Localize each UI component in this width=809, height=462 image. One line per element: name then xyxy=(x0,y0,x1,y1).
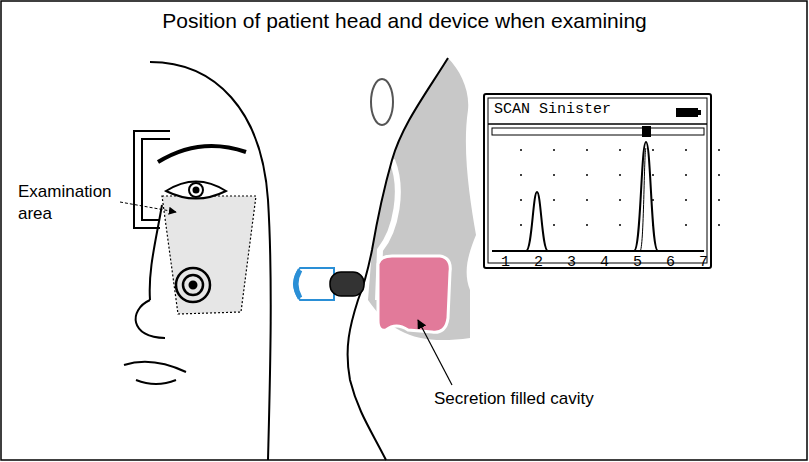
grid-dot xyxy=(553,174,555,176)
grid-dot xyxy=(520,199,522,201)
grid-dot xyxy=(718,199,720,201)
grid-dot xyxy=(685,199,687,201)
callout-label: Secretion filled cavity xyxy=(434,388,594,410)
grid-dot xyxy=(520,174,522,176)
grid-dot xyxy=(685,174,687,176)
axis-number: 6 xyxy=(666,253,675,273)
leader-line xyxy=(120,202,176,212)
scan-screen-graphics xyxy=(488,98,720,263)
grid-dot xyxy=(553,224,555,226)
grid-dot xyxy=(619,149,621,151)
axis-number: 4 xyxy=(600,253,609,273)
grid-dot xyxy=(652,149,654,151)
grid-dot xyxy=(553,199,555,201)
axis-number: 2 xyxy=(534,253,543,273)
secretion-cavity xyxy=(378,256,450,332)
diagram-title: Position of patient head and device when… xyxy=(0,9,809,33)
grid-dot xyxy=(586,174,588,176)
grid-dot xyxy=(619,224,621,226)
grid-dot xyxy=(586,149,588,151)
ultrasound-probe xyxy=(294,268,364,300)
grid-dot xyxy=(619,199,621,201)
grid-dot xyxy=(652,174,654,176)
grid-dot xyxy=(520,149,522,151)
axis-number: 5 xyxy=(633,253,642,273)
grid-dot xyxy=(718,149,720,151)
front-face xyxy=(124,62,271,460)
screen-heading: SCAN Sinister xyxy=(494,101,611,118)
grid-dot xyxy=(586,224,588,226)
grid-dot xyxy=(718,224,720,226)
grid-dot xyxy=(520,224,522,226)
grid-dot xyxy=(718,174,720,176)
grid-dot xyxy=(586,199,588,201)
grid-dot xyxy=(685,224,687,226)
axis-number: 1 xyxy=(501,253,510,273)
scan-display-screen: SCAN Sinister xyxy=(483,93,712,269)
grid-dot xyxy=(553,149,555,151)
region-label: Examination area xyxy=(18,181,128,225)
axis-number: 7 xyxy=(699,253,708,273)
grid-dot xyxy=(619,174,621,176)
axis-number: 3 xyxy=(567,253,576,273)
leader-line xyxy=(418,320,452,385)
grid-dot xyxy=(685,149,687,151)
